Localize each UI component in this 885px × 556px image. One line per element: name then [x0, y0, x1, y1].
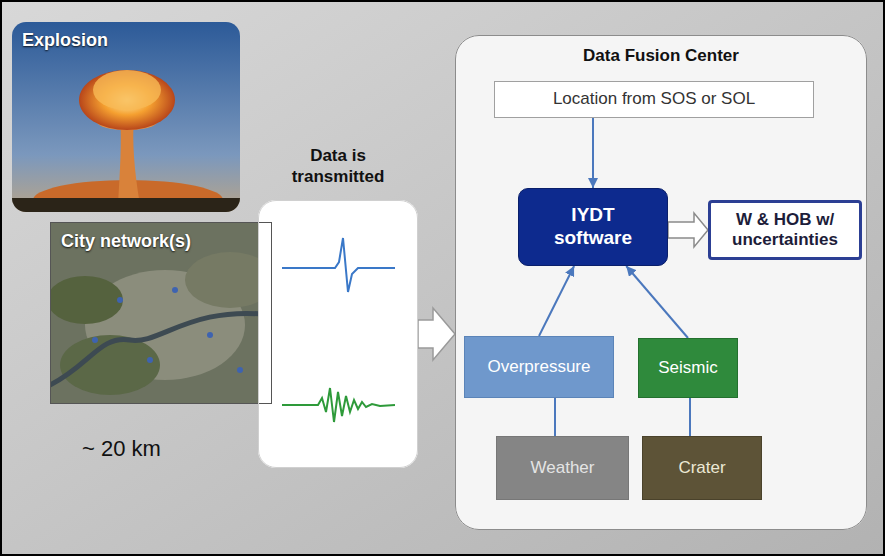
software-box: IYDT software — [518, 188, 668, 266]
node-text: Location from SOS or SOL — [553, 89, 755, 109]
sensor-box: Overpressure — [464, 336, 614, 398]
node-text: Explosion — [22, 30, 230, 52]
cloud-glow — [93, 70, 161, 110]
flow-arrow — [539, 266, 574, 336]
block-arrow — [668, 213, 708, 247]
input-box: Location from SOS or SOL — [494, 81, 814, 118]
sensor-dot — [92, 337, 98, 343]
node-text: Overpressure — [488, 357, 591, 377]
explosion-photo — [12, 22, 240, 212]
node-text: Crater — [678, 458, 725, 478]
ground — [12, 198, 240, 212]
node-text: Data Fusion Center — [456, 46, 866, 66]
forest-area — [50, 276, 123, 324]
node-text: Seismic — [658, 358, 718, 378]
sensor-dot — [117, 297, 123, 303]
seismic-waveform — [282, 388, 395, 422]
sensor-dot — [172, 287, 178, 293]
panel-fill — [258, 200, 418, 468]
input-box: Weather — [496, 436, 629, 500]
scale-label: ~ 20 km — [82, 436, 161, 462]
city-map — [50, 222, 272, 404]
photo-panel: Explosion — [12, 22, 240, 212]
node-text: City network(s) — [61, 231, 261, 253]
node-text: Weather — [531, 458, 595, 478]
map-panel: City network(s) — [50, 222, 272, 404]
overpressure-waveform — [282, 238, 395, 292]
sensor-dot — [207, 332, 213, 338]
cloud-cap — [79, 70, 175, 130]
flow-arrow — [554, 398, 556, 436]
block-arrow — [418, 308, 455, 360]
panel-fill — [455, 35, 867, 530]
output-box: W & HOB w/ uncertainties — [708, 200, 862, 260]
river — [50, 313, 272, 385]
sensor-dot — [237, 367, 243, 373]
signal-panel: Data is transmitted — [258, 200, 418, 468]
node-text: W & HOB w/ uncertainties — [720, 210, 850, 251]
node-text: Data is transmitted — [268, 146, 408, 187]
cloud-stem — [118, 118, 140, 205]
flow-arrow — [689, 398, 691, 436]
fusion-center: Data Fusion CenterLocation from SOS or S… — [455, 35, 867, 530]
flow-arrow — [626, 266, 688, 338]
node-text: IYDT software — [538, 204, 648, 250]
flow-arrow — [592, 118, 594, 188]
input-box: Crater — [642, 436, 762, 500]
sensor-box: Seismic — [638, 338, 738, 398]
sky — [12, 22, 240, 212]
sensor-dot — [147, 357, 153, 363]
